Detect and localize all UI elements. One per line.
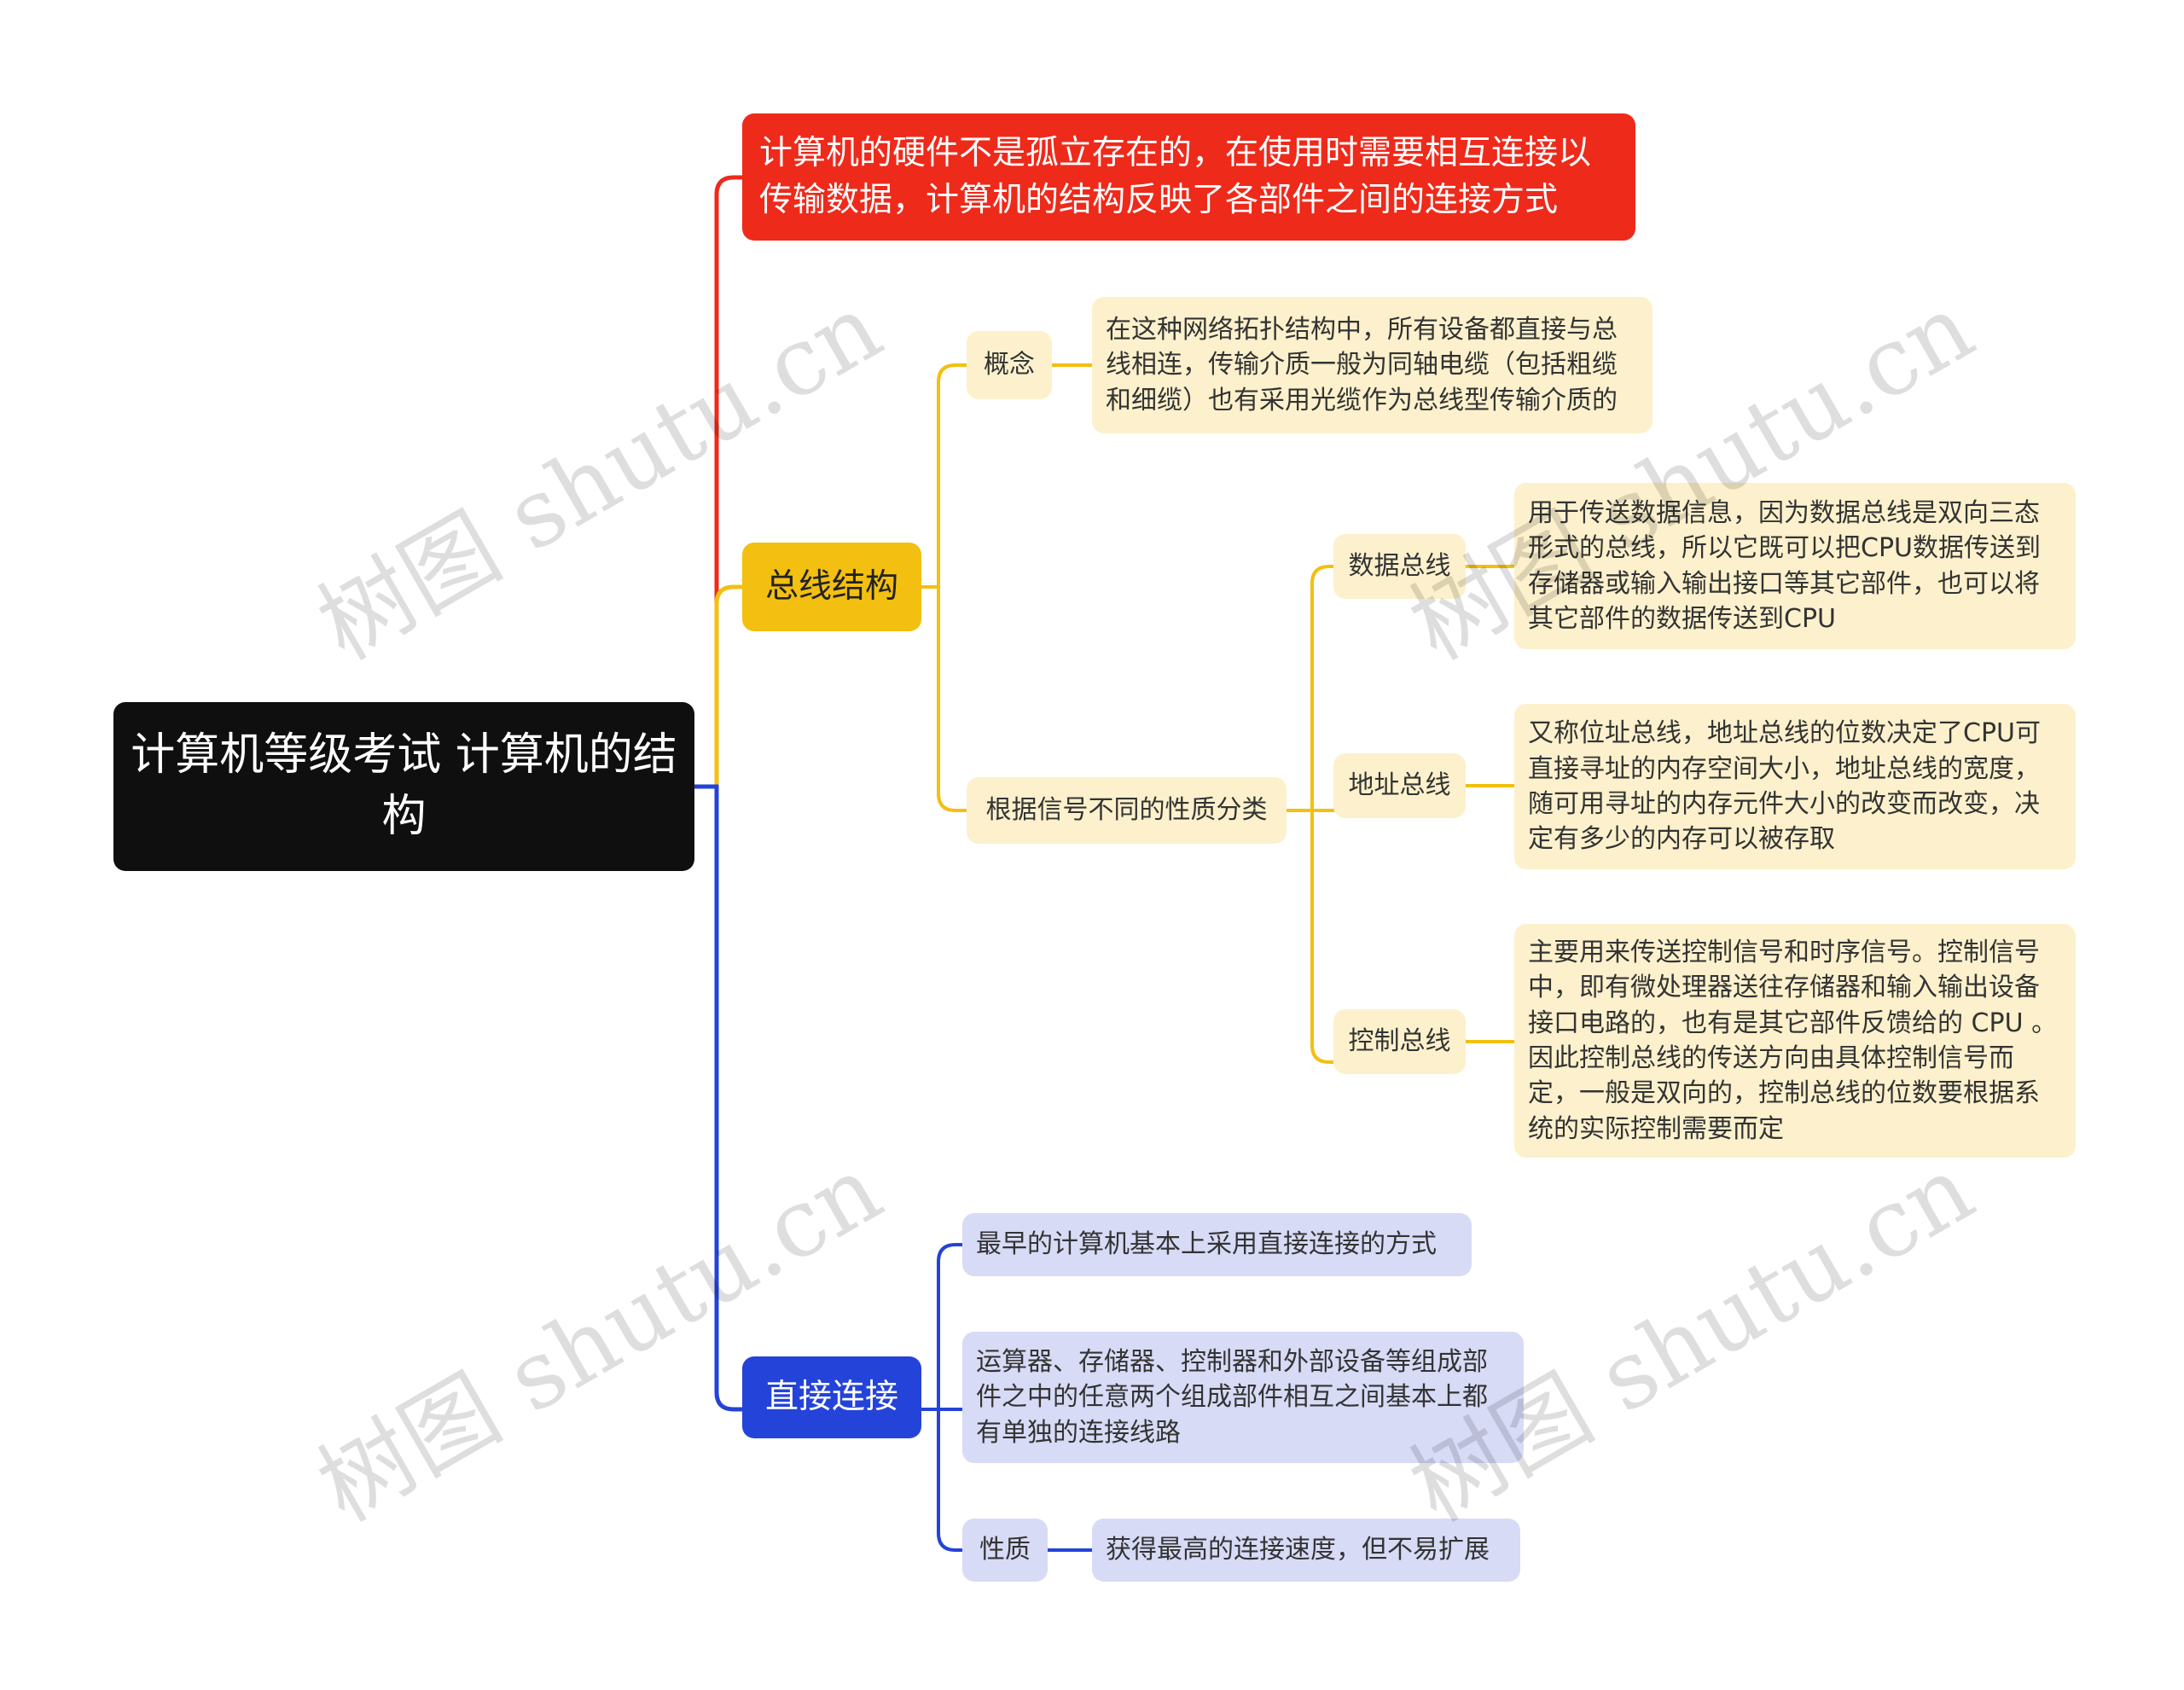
direct-connection-label: 直接连接 xyxy=(764,1378,898,1417)
control-bus-text-topic[interactable]: 主要用来传送控制信号和时序信号。控制信号中，即有微处理器送往存储器和输入输出设备… xyxy=(1514,924,2076,1158)
bus-structure-topic[interactable]: 总线结构 xyxy=(742,543,921,631)
control-bus-text: 主要用来传送控制信号和时序信号。控制信号中，即有微处理器送往存储器和输入输出设备… xyxy=(1528,937,2058,1144)
concept-text-topic[interactable]: 在这种网络拓扑结构中，所有设备都直接与总线相连，传输介质一般为同轴电缆（包括粗缆… xyxy=(1092,297,1653,433)
direct-item-1-text: 最早的计算机基本上采用直接连接的方式 xyxy=(976,1229,1437,1260)
property-text-topic[interactable]: 获得最高的连接速度，但不易扩展 xyxy=(1092,1519,1520,1582)
address-bus-text: 又称位址总线，地址总线的位数决定了CPU可直接寻址的内存空间大小，地址总线的宽度… xyxy=(1528,718,2041,855)
direct-item-2-text: 运算器、存储器、控制器和外部设备等组成部件之中的任意两个组成部件相互之间基本上都… xyxy=(976,1346,1488,1448)
bus-structure-label: 总线结构 xyxy=(764,567,898,607)
property-text: 获得最高的连接速度，但不易扩展 xyxy=(1106,1535,1490,1565)
direct-connection-topic[interactable]: 直接连接 xyxy=(742,1356,921,1438)
concept-label: 概念 xyxy=(984,350,1035,380)
intro-topic[interactable]: 计算机的硬件不是孤立存在的，在使用时需要相互连接以传输数据，计算机的结构反映了各… xyxy=(742,113,1635,241)
address-bus-text-topic[interactable]: 又称位址总线，地址总线的位数决定了CPU可直接寻址的内存空间大小，地址总线的宽度… xyxy=(1514,704,2076,869)
concept-text: 在这种网络拓扑结构中，所有设备都直接与总线相连，传输介质一般为同轴电缆（包括粗缆… xyxy=(1106,314,1618,415)
concept-topic[interactable]: 概念 xyxy=(967,331,1052,399)
root-topic[interactable]: 计算机等级考试 计算机的结构 xyxy=(113,702,694,871)
intro-topic-text: 计算机的硬件不是孤立存在的，在使用时需要相互连接以传输数据，计算机的结构反映了各… xyxy=(759,133,1592,219)
data-bus-topic[interactable]: 数据总线 xyxy=(1333,534,1466,599)
control-bus-topic[interactable]: 控制总线 xyxy=(1333,1009,1466,1074)
address-bus-label: 地址总线 xyxy=(1348,770,1451,801)
root-topic-label: 计算机等级考试 计算机的结构 xyxy=(131,729,677,842)
direct-item-2-topic[interactable]: 运算器、存储器、控制器和外部设备等组成部件之中的任意两个组成部件相互之间基本上都… xyxy=(962,1332,1524,1463)
property-topic[interactable]: 性质 xyxy=(962,1519,1048,1582)
data-bus-text-topic[interactable]: 用于传送数据信息，因为数据总线是双向三态形式的总线，所以它既可以把CPU数据传送… xyxy=(1514,483,2076,649)
data-bus-label: 数据总线 xyxy=(1348,551,1451,582)
control-bus-label: 控制总线 xyxy=(1348,1026,1451,1057)
property-label: 性质 xyxy=(979,1535,1031,1565)
classify-topic[interactable]: 根据信号不同的性质分类 xyxy=(967,777,1287,844)
direct-item-1-topic[interactable]: 最早的计算机基本上采用直接连接的方式 xyxy=(962,1213,1472,1276)
data-bus-text: 用于传送数据信息，因为数据总线是双向三态形式的总线，所以它既可以把CPU数据传送… xyxy=(1528,497,2041,634)
address-bus-topic[interactable]: 地址总线 xyxy=(1333,753,1466,818)
classify-label: 根据信号不同的性质分类 xyxy=(985,795,1268,826)
